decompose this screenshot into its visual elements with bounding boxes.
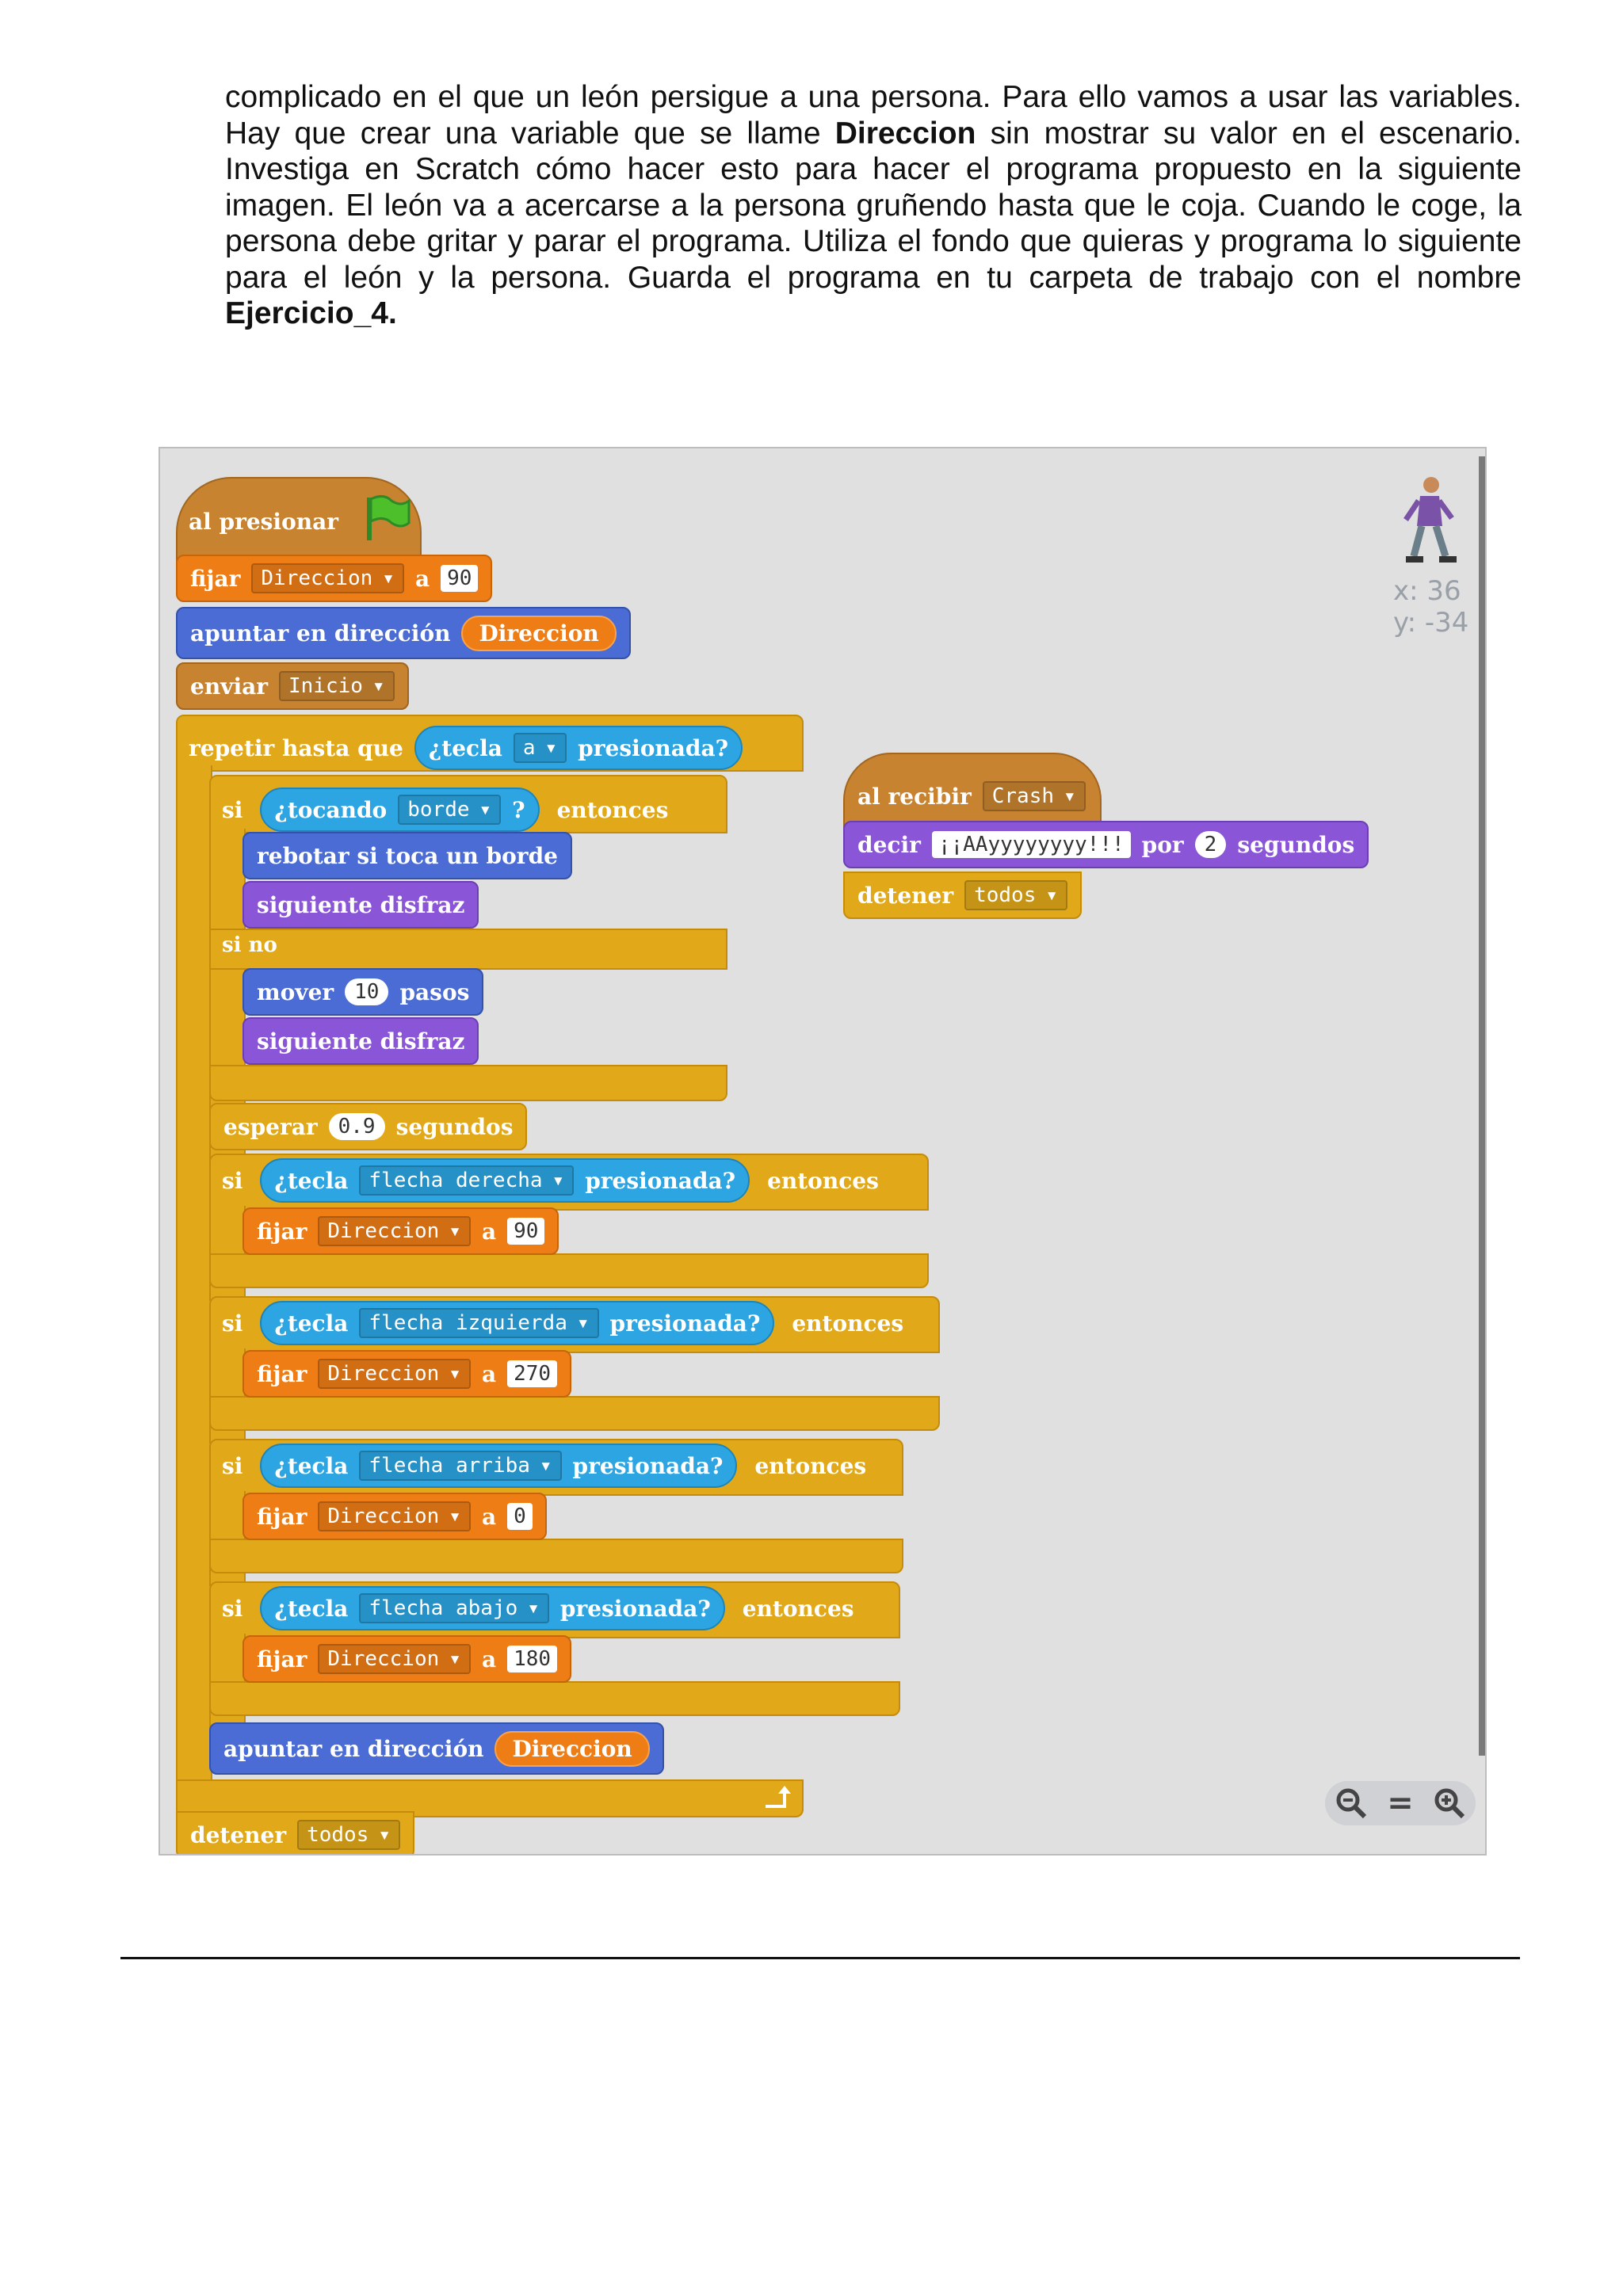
if-touching-header: si ¿tocando borde ? entonces <box>222 788 668 832</box>
if-down-header: si ¿tecla flecha abajo presionada? enton… <box>222 1586 854 1630</box>
point-direction-block[interactable]: apuntar en dirección Direccion <box>176 607 631 659</box>
horizontal-rule <box>120 1957 1520 1959</box>
set-right-block[interactable]: fijar Direccion a 90 <box>242 1207 559 1255</box>
stop-dropdown[interactable]: todos <box>297 1820 401 1850</box>
else-label: si no <box>222 933 277 957</box>
wait-input[interactable]: 0.9 <box>328 1113 385 1140</box>
set-variable-block[interactable]: fijar Direccion a 90 <box>176 555 493 602</box>
variable-dropdown[interactable]: Direccion <box>318 1501 471 1531</box>
else-divider <box>209 929 727 970</box>
if-else-foot <box>209 1065 727 1101</box>
value-input[interactable]: 90 <box>441 565 479 592</box>
say-for-secs-block[interactable]: decir ¡¡AAyyyyyyyy!!! por 2 segundos <box>843 821 1369 868</box>
bounce-block[interactable]: rebotar si toca un borde <box>242 832 572 879</box>
touching-sensor[interactable]: ¿tocando borde ? <box>260 788 540 832</box>
key-right-dropdown[interactable]: flecha derecha <box>359 1165 575 1196</box>
zoom-out-icon[interactable] <box>1335 1787 1368 1820</box>
paragraph-text: complicado en el que un león persigue a … <box>225 80 1522 151</box>
loop-arrow-icon <box>766 1786 791 1808</box>
set-label: fijar <box>190 565 241 592</box>
if-up-header: si ¿tecla flecha arriba presionada? ento… <box>222 1444 866 1488</box>
next-costume-block-2[interactable]: siguiente disfraz <box>242 1017 479 1065</box>
instruction-paragraph: complicado en el que un león persigue a … <box>225 79 1522 332</box>
if-right-header: si ¿tecla flecha derecha presionada? ent… <box>222 1158 879 1203</box>
steps-input[interactable]: 10 <box>345 978 389 1005</box>
if-right-foot <box>209 1253 929 1288</box>
hat-label: al presionar <box>189 509 338 535</box>
variable-reporter[interactable]: Direccion <box>461 615 617 651</box>
value-input[interactable]: 0 <box>507 1503 533 1530</box>
key-right-sensor[interactable]: ¿tecla flecha derecha presionada? <box>260 1158 750 1203</box>
say-secs-input[interactable]: 2 <box>1194 831 1227 858</box>
scratch-scripts-area[interactable]: al presionar fijar Direccion a 90 apunta… <box>158 447 1487 1855</box>
paragraph-text: sin mostrar su valor en el escenario. In… <box>225 116 1522 295</box>
repeat-until-header: repetir hasta que ¿tecla a presionada? <box>189 726 743 770</box>
if-down-foot <box>209 1681 900 1716</box>
variable-dropdown[interactable]: Direccion <box>251 563 404 593</box>
point-label: apuntar en dirección <box>190 620 451 646</box>
repeat-until-arm <box>176 765 212 1787</box>
stop-all-block-2[interactable]: detener todos <box>843 871 1083 919</box>
variable-dropdown[interactable]: Direccion <box>318 1644 471 1674</box>
if-left-header: si ¿tecla flecha izquierda presionada? e… <box>222 1301 903 1345</box>
variable-dropdown[interactable]: Direccion <box>318 1359 471 1389</box>
if-left-foot <box>209 1396 940 1431</box>
sprite-x: x: 36 <box>1393 575 1461 607</box>
key-pressed-sensor[interactable]: ¿tecla a presionada? <box>414 726 743 770</box>
key-up-dropdown[interactable]: flecha arriba <box>359 1451 562 1481</box>
broadcast-label: enviar <box>190 673 268 700</box>
variable-dropdown[interactable]: Direccion <box>318 1216 471 1246</box>
key-up-sensor[interactable]: ¿tecla flecha arriba presionada? <box>260 1444 738 1488</box>
if-up-foot <box>209 1539 903 1573</box>
green-flag-icon <box>367 495 411 540</box>
value-input[interactable]: 270 <box>507 1360 558 1387</box>
receive-dropdown[interactable]: Crash <box>982 781 1086 811</box>
message-dropdown[interactable]: Inicio <box>278 671 395 701</box>
scrollbar[interactable] <box>1479 456 1485 1756</box>
key-down-dropdown[interactable]: flecha abajo <box>359 1593 549 1623</box>
stop-all-block[interactable]: detener todos <box>176 1811 415 1854</box>
stop-dropdown-2[interactable]: todos <box>964 880 1068 910</box>
point-direction-block-2[interactable]: apuntar en dirección Direccion <box>209 1722 664 1775</box>
repeat-until-label: repetir hasta que <box>189 734 403 761</box>
touching-dropdown[interactable]: borde <box>398 795 502 825</box>
to-label: a <box>414 565 430 592</box>
set-left-block[interactable]: fijar Direccion a 270 <box>242 1350 572 1398</box>
value-input[interactable]: 180 <box>507 1646 558 1672</box>
broadcast-block[interactable]: enviar Inicio <box>176 662 409 710</box>
set-up-block[interactable]: fijar Direccion a 0 <box>242 1493 547 1540</box>
say-text-input[interactable]: ¡¡AAyyyyyyyy!!! <box>931 831 1131 858</box>
key-down-sensor[interactable]: ¿tecla flecha abajo presionada? <box>260 1586 725 1630</box>
next-costume-block[interactable]: siguiente disfraz <box>242 881 479 929</box>
key-dropdown[interactable]: a <box>513 733 567 763</box>
key-left-dropdown[interactable]: flecha izquierda <box>359 1308 599 1338</box>
set-down-block[interactable]: fijar Direccion a 180 <box>242 1635 572 1683</box>
sprite-coordinates: x: 36 y: -34 <box>1393 575 1468 639</box>
file-name-bold: Ejercicio_4. <box>225 296 397 330</box>
zoom-reset-button[interactable]: = <box>1387 1785 1414 1821</box>
zoom-controls: = <box>1325 1781 1476 1825</box>
zoom-in-icon[interactable] <box>1433 1787 1466 1820</box>
receive-header: al recibir Crash <box>857 781 1086 811</box>
variable-reporter[interactable]: Direccion <box>495 1730 650 1767</box>
wait-block[interactable]: esperar 0.9 segundos <box>209 1103 528 1150</box>
sprite-thumbnail-icon <box>1403 477 1457 563</box>
variable-name-bold: Direccion <box>834 116 976 151</box>
key-left-sensor[interactable]: ¿tecla flecha izquierda presionada? <box>260 1301 775 1345</box>
value-input[interactable]: 90 <box>507 1218 545 1245</box>
sprite-y: y: -34 <box>1393 607 1469 639</box>
move-steps-block[interactable]: mover 10 pasos <box>242 968 484 1016</box>
